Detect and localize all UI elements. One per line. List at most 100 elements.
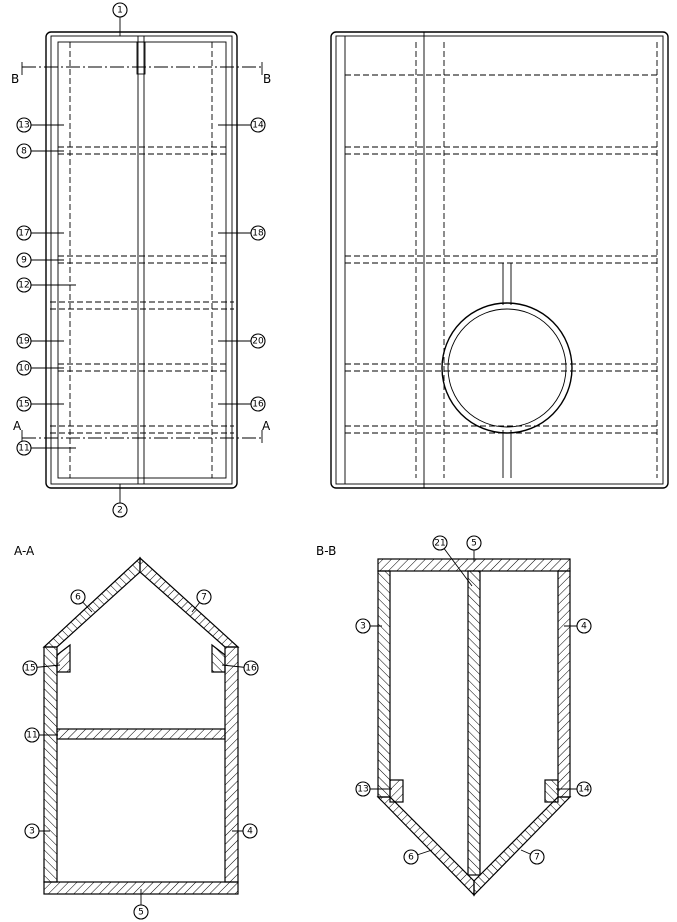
- callout-bubble: [112, 2, 128, 18]
- callout-7: 7: [520, 849, 545, 865]
- callout-13: 13: [355, 781, 392, 797]
- callout-15: 15: [16, 396, 64, 412]
- callout-12: 12: [16, 277, 76, 293]
- callout-bubble: [242, 823, 258, 839]
- callout-bubble: [22, 660, 38, 676]
- callout-label: 17: [18, 229, 29, 239]
- callout-bubble: [16, 252, 32, 268]
- callout-7: 7: [191, 589, 212, 613]
- callout-3: 3: [24, 823, 50, 839]
- callout-1: 1: [112, 2, 128, 36]
- callout-bubble: [16, 277, 32, 293]
- callout-9: 9: [16, 252, 64, 268]
- callout-bubble: [250, 396, 266, 412]
- callout-label: 2: [117, 506, 123, 516]
- callout-bubble: [466, 535, 482, 551]
- callout-bubble: [576, 618, 592, 634]
- callout-label: 15: [18, 400, 29, 410]
- callout-bubble: [16, 117, 32, 133]
- callout-bubble: [24, 727, 40, 743]
- callout-13: 13: [16, 117, 64, 133]
- callout-label: 14: [578, 785, 590, 795]
- section-marker-a-right: A: [262, 419, 271, 433]
- callout-bubble: [16, 225, 32, 241]
- callout-5: 5: [133, 889, 149, 920]
- side-view: [330, 31, 669, 489]
- callout-11: 11: [16, 440, 76, 456]
- callout-bubble: [133, 904, 149, 920]
- callout-label: 11: [18, 444, 29, 454]
- port-hole-inner: [447, 308, 567, 428]
- callout-label: 20: [252, 337, 264, 347]
- callout-6: 6: [70, 589, 93, 613]
- callout-bubble: [16, 396, 32, 412]
- callout-label: 3: [360, 622, 366, 632]
- callout-label: 6: [75, 593, 81, 603]
- callout-label: 4: [247, 827, 253, 837]
- callout-18: 18: [218, 225, 266, 241]
- callout-16: 16: [221, 660, 259, 676]
- callout-bubble: [432, 535, 448, 551]
- section-marker-a-left: A: [13, 419, 22, 433]
- callout-16: 16: [218, 396, 266, 412]
- callout-bubble: [529, 849, 545, 865]
- callout-bubble: [250, 333, 266, 349]
- callout-label: 16: [252, 400, 264, 410]
- callout-6: 6: [403, 849, 433, 865]
- callout-10: 10: [16, 360, 64, 376]
- callout-label: 4: [581, 622, 587, 632]
- section-marker-b-left: B: [11, 72, 19, 86]
- callout-label: 8: [21, 147, 27, 157]
- section-b-b: B-B: [316, 544, 572, 897]
- callout-bubble: [250, 225, 266, 241]
- section-a-a-title: A-A: [14, 544, 35, 558]
- callout-label: 10: [18, 364, 30, 374]
- callout-label: 18: [252, 229, 264, 239]
- callout-bubble: [243, 660, 259, 676]
- callout-20: 20: [218, 333, 266, 349]
- callout-label: 15: [24, 664, 35, 674]
- callout-label: 6: [408, 853, 414, 863]
- callout-label: 1: [117, 6, 123, 16]
- callout-label: 7: [534, 853, 540, 863]
- callout-bubble: [16, 440, 32, 456]
- callout-bubble: [576, 781, 592, 797]
- callout-label: 12: [18, 281, 29, 291]
- callout-bubble: [403, 849, 419, 865]
- callout-bubble: [16, 143, 32, 159]
- callout-bubble: [70, 589, 86, 605]
- callout-label: 19: [18, 337, 30, 347]
- callout-21: 21: [432, 535, 473, 587]
- callout-4: 4: [232, 823, 258, 839]
- callout-14: 14: [556, 781, 592, 797]
- callout-bubble: [196, 589, 212, 605]
- callout-bubble: [250, 117, 266, 133]
- callout-2: 2: [112, 484, 128, 518]
- callout-bubble: [16, 360, 32, 376]
- callout-14: 14: [218, 117, 266, 133]
- callout-3: 3: [355, 618, 382, 634]
- section-marker-b-right: B: [263, 72, 271, 86]
- leader-line: [439, 542, 473, 587]
- callout-11: 11: [24, 727, 58, 743]
- port-hole-outer: [441, 302, 573, 434]
- callout-label: 3: [29, 827, 35, 837]
- callout-4: 4: [564, 618, 592, 634]
- callout-5: 5: [466, 535, 482, 562]
- callout-label: 5: [471, 539, 477, 549]
- callout-bubble: [355, 781, 371, 797]
- callout-bubble: [16, 333, 32, 349]
- front-view: B B A A: [11, 31, 271, 489]
- callout-label: 9: [21, 256, 27, 266]
- callout-label: 7: [201, 593, 207, 603]
- callout-label: 13: [357, 785, 368, 795]
- callout-8: 8: [16, 143, 64, 159]
- callout-bubble: [24, 823, 40, 839]
- section-a-a: A-A: [14, 544, 240, 895]
- callout-label: 11: [26, 731, 37, 741]
- callout-label: 16: [245, 664, 257, 674]
- callout-label: 5: [138, 908, 144, 918]
- callout-label: 21: [434, 539, 445, 549]
- callout-bubble: [355, 618, 371, 634]
